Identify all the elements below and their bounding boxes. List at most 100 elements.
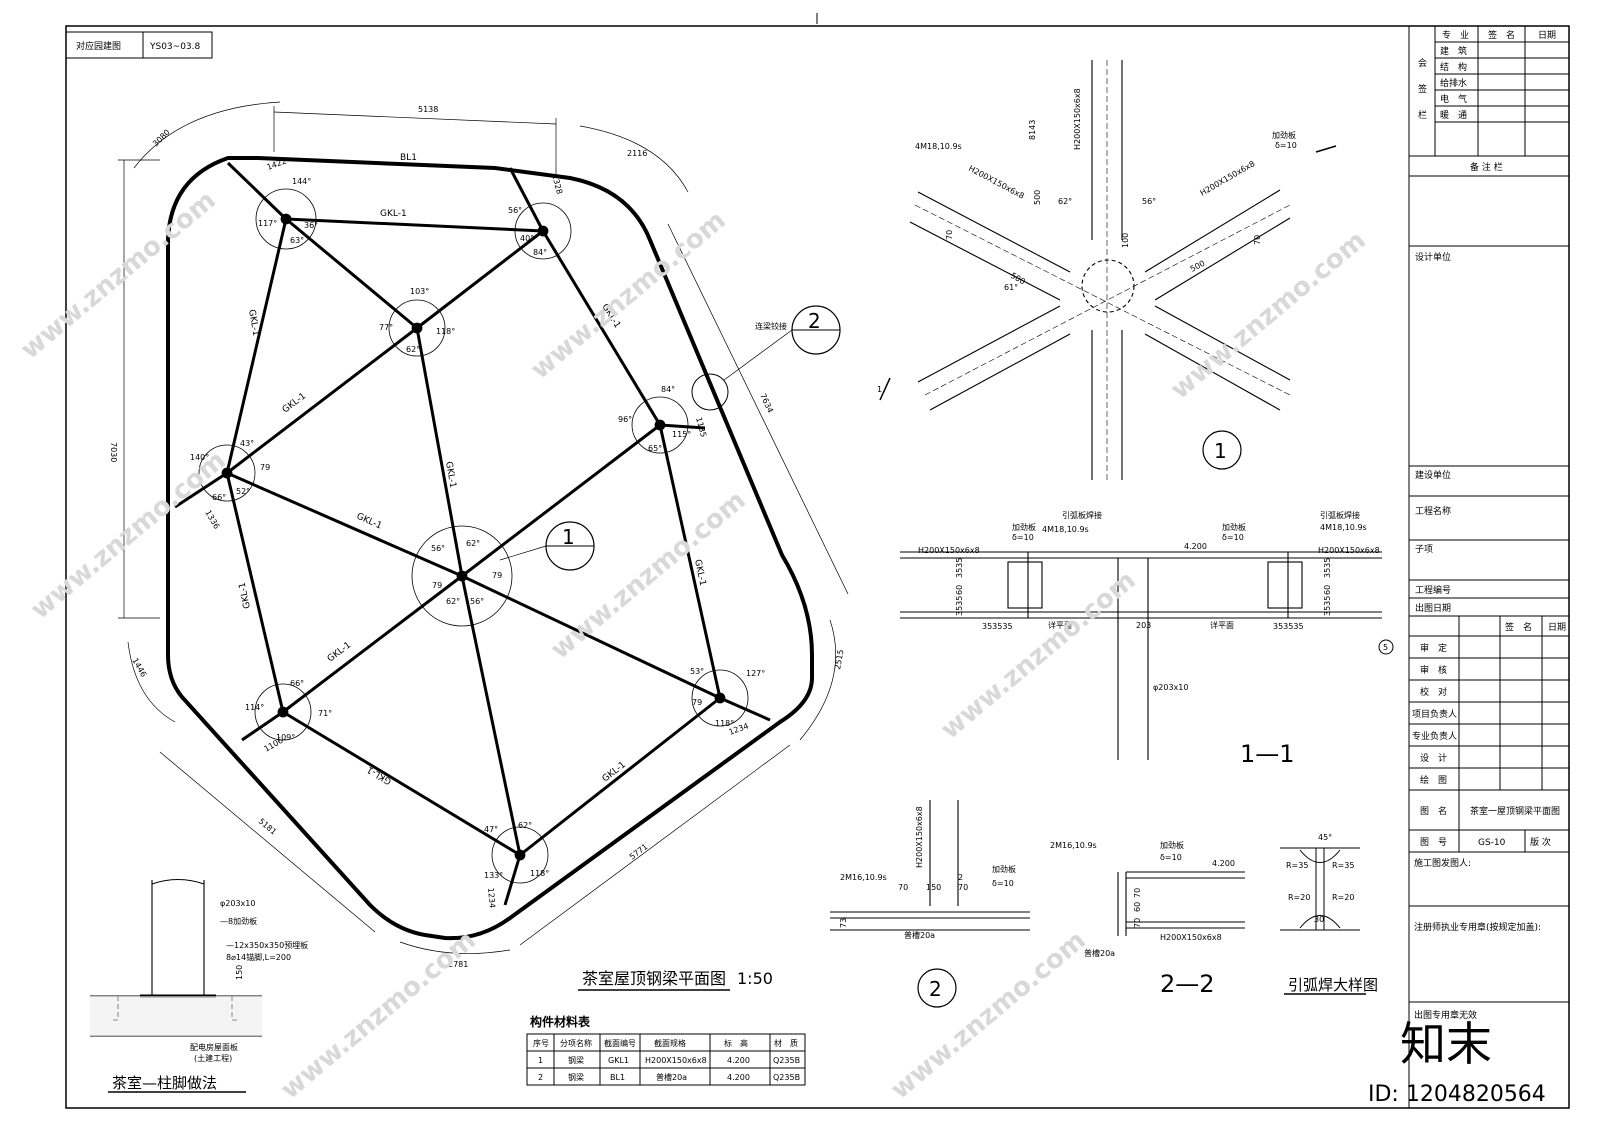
angle-label: 140° (190, 453, 209, 462)
base-roof2: (土建工程) (194, 1053, 232, 1063)
mt-cell: Q235B (773, 1073, 800, 1082)
s22-plate: 加劲板 (1160, 840, 1184, 850)
s11-mark5: 5 (1383, 643, 1388, 652)
tb-sub-item: 子项 (1415, 544, 1433, 555)
tb-cs-header: 日期 (1538, 30, 1556, 41)
angle-label: 79 (492, 571, 502, 580)
angle-label: 36° (304, 221, 318, 230)
d2-bolt: 2M16,10.9s (840, 873, 887, 882)
mt-cell: 1 (538, 1056, 543, 1065)
wm-site: www.znzmo.com (885, 925, 1091, 1105)
beam-label-gkl-center: GKL-1 (443, 461, 457, 489)
callout-1[interactable]: 1 (499, 521, 595, 571)
s11-bolt-l: 4M18,10.9s (1042, 525, 1089, 534)
mt-header: 截面规格 (654, 1038, 686, 1048)
detail1-h-top: H200X150x6x8 (1073, 88, 1082, 150)
s11-detail-r: 详平面 (1210, 620, 1234, 630)
mt-cell: BL1 (610, 1073, 625, 1082)
dim-left: 7030 (109, 442, 118, 462)
d2-sec: 2 (958, 873, 963, 882)
corner-ref: YS03~03.8 (149, 42, 201, 52)
base-anchor: 8⌀14锚脚,L=200 (226, 952, 291, 962)
angle-label: 62° (466, 539, 480, 548)
detail2-mark-number: 2 (929, 977, 942, 1001)
beam-label-gkl-center-left: GKL-1 (355, 512, 383, 532)
tb-drawing-name: 茶室一屋顶钢梁平面图 (1470, 805, 1560, 817)
wm-site: www.znzmo.com (275, 925, 481, 1105)
tb-issuer: 施工图发图人: (1414, 857, 1471, 869)
s11-353535b: 353535 (1273, 622, 1304, 631)
mt-cell: 钢梁 (568, 1072, 584, 1082)
tb-role: 项目负责人 (1412, 708, 1457, 720)
tb-cs-header: 签 名 (1488, 29, 1515, 41)
wm-site: www.znzmo.com (15, 185, 221, 365)
dim-1336: 1336 (203, 509, 221, 531)
tb-role: 校 对 (1420, 686, 1447, 698)
s11-60b: 60 (1323, 585, 1332, 595)
s11-203: 203 (1136, 621, 1151, 630)
s22-elev: 4.200 (1212, 859, 1235, 868)
angle-label: 65° (648, 444, 662, 453)
s22-60: 60 (1133, 902, 1142, 912)
tb-issue-stamp: 出图专用章无效 (1414, 1009, 1477, 1021)
angle-label: 114° (245, 703, 264, 712)
column-base-detail: φ203x10 —8加劲板 —12x350x350预埋板 8⌀14锚脚,L=20… (90, 878, 308, 1093)
dim-arc-tr: 2116 (627, 149, 647, 158)
tb-remarks: 备 注 栏 (1470, 161, 1503, 173)
d2-73: 73 (839, 918, 848, 928)
plan-scale: 1:50 (737, 969, 773, 988)
detail1-h-right: H200X150x6x8 (1199, 159, 1257, 198)
beam-label-gkl-top: GKL-1 (380, 209, 407, 219)
tb-cs-row: 暖 通 (1440, 109, 1467, 121)
wm-id: ID: 1204820564 (1368, 1082, 1546, 1107)
angle-label: 63° (290, 236, 304, 245)
mt-header: 分项名称 (560, 1038, 592, 1048)
mt-cell: 4.200 (727, 1073, 750, 1082)
corner-label: 对应园建图 (76, 40, 121, 52)
tb-drawing-no: GS-10 (1478, 838, 1506, 848)
angle-label: 62° (518, 821, 532, 830)
wm-site: www.znzmo.com (935, 565, 1141, 745)
tb-project: 工程名称 (1415, 505, 1451, 517)
tb-revision-label: 版 次 (1530, 836, 1551, 848)
column-base-title: 茶室—柱脚做法 (112, 1074, 217, 1092)
plan-dimension-lines (118, 101, 849, 954)
angle-label: 127° (746, 669, 765, 678)
angle-label: 109° (276, 733, 295, 742)
beam-label-gkl-low-left: GKL-1 (238, 581, 253, 609)
angle-label: 84° (661, 385, 675, 394)
s11-plate-r: 加劲板 (1222, 522, 1246, 532)
angle-label: 52° (236, 487, 250, 496)
s11-delta-l: δ=10 (1012, 533, 1034, 542)
callout-2[interactable]: 2 连梁铰接 (691, 305, 841, 411)
beam-label-gkl-left: GKL-1 (246, 309, 260, 337)
angle-label: 56° (508, 206, 522, 215)
s11-detail-l: 详平面 (1048, 620, 1072, 630)
tb-drawing-no-label: 图 号 (1420, 837, 1447, 848)
angle-label: 117° (258, 219, 277, 228)
dim-right: 7634 (758, 392, 775, 414)
mt-cell: 4.200 (727, 1056, 750, 1065)
tb-cs-row: 建 筑 (1440, 45, 1467, 57)
detail1-h-left: H200X150x6x8 (967, 164, 1026, 201)
dim-arc-r: 2515 (833, 649, 845, 671)
tb-issue-date: 出图日期 (1415, 602, 1451, 614)
section-2-2: 2M16,10.9s 加劲板 δ=10 4.200 H200X150x6x8 普… (1050, 840, 1245, 998)
weld-detail-title: 引弧焊大样图 (1288, 976, 1378, 994)
angle-label: 103° (410, 287, 429, 296)
angle-label: 79 (692, 698, 702, 707)
tb-project-no: 工程编号 (1415, 584, 1451, 596)
angle-label: 96° (618, 415, 632, 424)
detail1-8143: 8143 (1028, 120, 1037, 140)
angle-label: 118° (436, 327, 455, 336)
base-roof1: 配电房屋面板 (190, 1042, 238, 1052)
angle-label: 71° (318, 709, 332, 718)
dim-1234b: 1234 (486, 887, 497, 908)
detail1-70b: 70 (1253, 235, 1262, 245)
mt-cell: 普槽20a (656, 1072, 687, 1082)
s11-plate-l: 加劲板 (1012, 522, 1036, 532)
mt-header: 截面编号 (604, 1038, 636, 1048)
tb-design-unit: 设计单位 (1415, 251, 1451, 263)
s11-pipe: φ203x10 (1153, 683, 1188, 692)
